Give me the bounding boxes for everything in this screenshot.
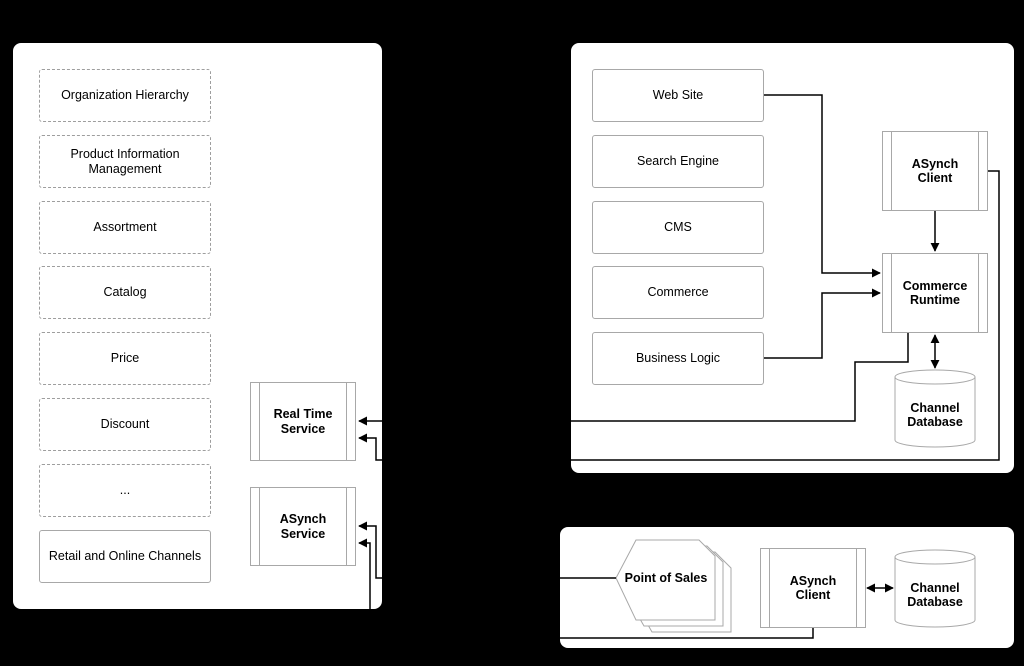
- channel-asynch-client-label: ASynch Client: [911, 156, 959, 185]
- store-channel-database-label: Channel Database: [897, 572, 973, 618]
- business-logic-box: Business Logic: [592, 332, 764, 385]
- point-of-sales-text: Point of Sales: [624, 570, 708, 585]
- assortment-box: Assortment: [39, 201, 211, 254]
- asynch-service-box: ASynch Service: [250, 487, 356, 566]
- channel-asynch-client-box: ASynch Client: [882, 131, 988, 211]
- point-of-sales-label: Point of Sales: [618, 562, 714, 594]
- point-of-sales-shape: [615, 539, 732, 633]
- store-asynch-client-box: ASynch Client: [760, 548, 866, 628]
- channel-database-cylinder: [894, 369, 976, 448]
- commerce-box: Commerce: [592, 266, 764, 319]
- store-channel-database-cylinder: [894, 549, 976, 628]
- catalog-box: Catalog: [39, 266, 211, 319]
- commerce-runtime-label: Commerce Runtime: [902, 278, 968, 307]
- channel-database-text: Channel Database: [907, 400, 963, 429]
- asynch-service-label: ASynch Service: [279, 512, 327, 541]
- web-site-box: Web Site: [592, 69, 764, 122]
- cms-box: CMS: [592, 201, 764, 254]
- channel-database-label: Channel Database: [897, 392, 973, 438]
- real-time-service-label: Real Time Service: [273, 407, 333, 436]
- discount-box: Discount: [39, 398, 211, 451]
- store-asynch-client-label: ASynch Client: [789, 573, 837, 602]
- real-time-service-box: Real Time Service: [250, 382, 356, 461]
- search-engine-box: Search Engine: [592, 135, 764, 188]
- retail-online-channels-box: Retail and Online Channels: [39, 530, 211, 583]
- price-box: Price: [39, 332, 211, 385]
- organization-hierarchy-box: Organization Hierarchy: [39, 69, 211, 122]
- product-information-management-box: Product Information Management: [39, 135, 211, 188]
- commerce-runtime-box: Commerce Runtime: [882, 253, 988, 333]
- store-channel-database-text: Channel Database: [907, 580, 963, 609]
- ellipsis-box: ...: [39, 464, 211, 517]
